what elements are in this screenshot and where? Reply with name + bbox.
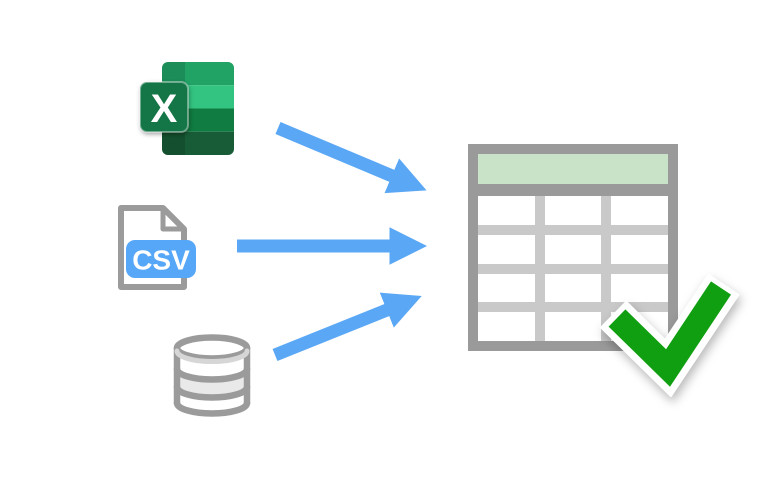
- table-cell: [478, 312, 535, 341]
- database-arc-2: [173, 383, 251, 401]
- table-cell: [611, 273, 668, 303]
- table-header-divider: [478, 184, 668, 196]
- excel-x-badge: [139, 81, 189, 133]
- csv-file-icon: CSV: [118, 205, 196, 290]
- database-highlight-arc: [174, 348, 250, 364]
- table-cell: [544, 273, 602, 303]
- table-cell: [478, 273, 535, 303]
- csv-label-badge: [126, 240, 196, 278]
- database-arc-1: [173, 365, 251, 383]
- table-cell: [544, 196, 602, 225]
- table-cell: [544, 234, 602, 264]
- table-cell: [611, 234, 668, 264]
- table-cell: [478, 196, 535, 225]
- csv-doc-fold: [160, 208, 184, 232]
- table-header-row: [478, 154, 668, 184]
- excel-band-4: [162, 131, 234, 155]
- checkmark-stroke: [608, 281, 732, 387]
- csv-label-text: CSV: [132, 245, 190, 276]
- arrow-from-excel: [275, 122, 427, 194]
- table-cell: [544, 312, 602, 341]
- database-middle-band: [177, 369, 247, 398]
- table-cell: [478, 234, 535, 264]
- database-icon: [173, 334, 251, 417]
- arrow-from-database: [272, 292, 422, 362]
- excel-x-letter: X: [151, 87, 178, 131]
- database-bottom-arc: [173, 399, 251, 417]
- table-cell: [611, 196, 668, 225]
- database-top-ellipse: [173, 334, 251, 362]
- excel-band-1: [162, 62, 234, 86]
- excel-file-icon: X: [139, 62, 234, 155]
- checkmark-icon: [599, 273, 740, 397]
